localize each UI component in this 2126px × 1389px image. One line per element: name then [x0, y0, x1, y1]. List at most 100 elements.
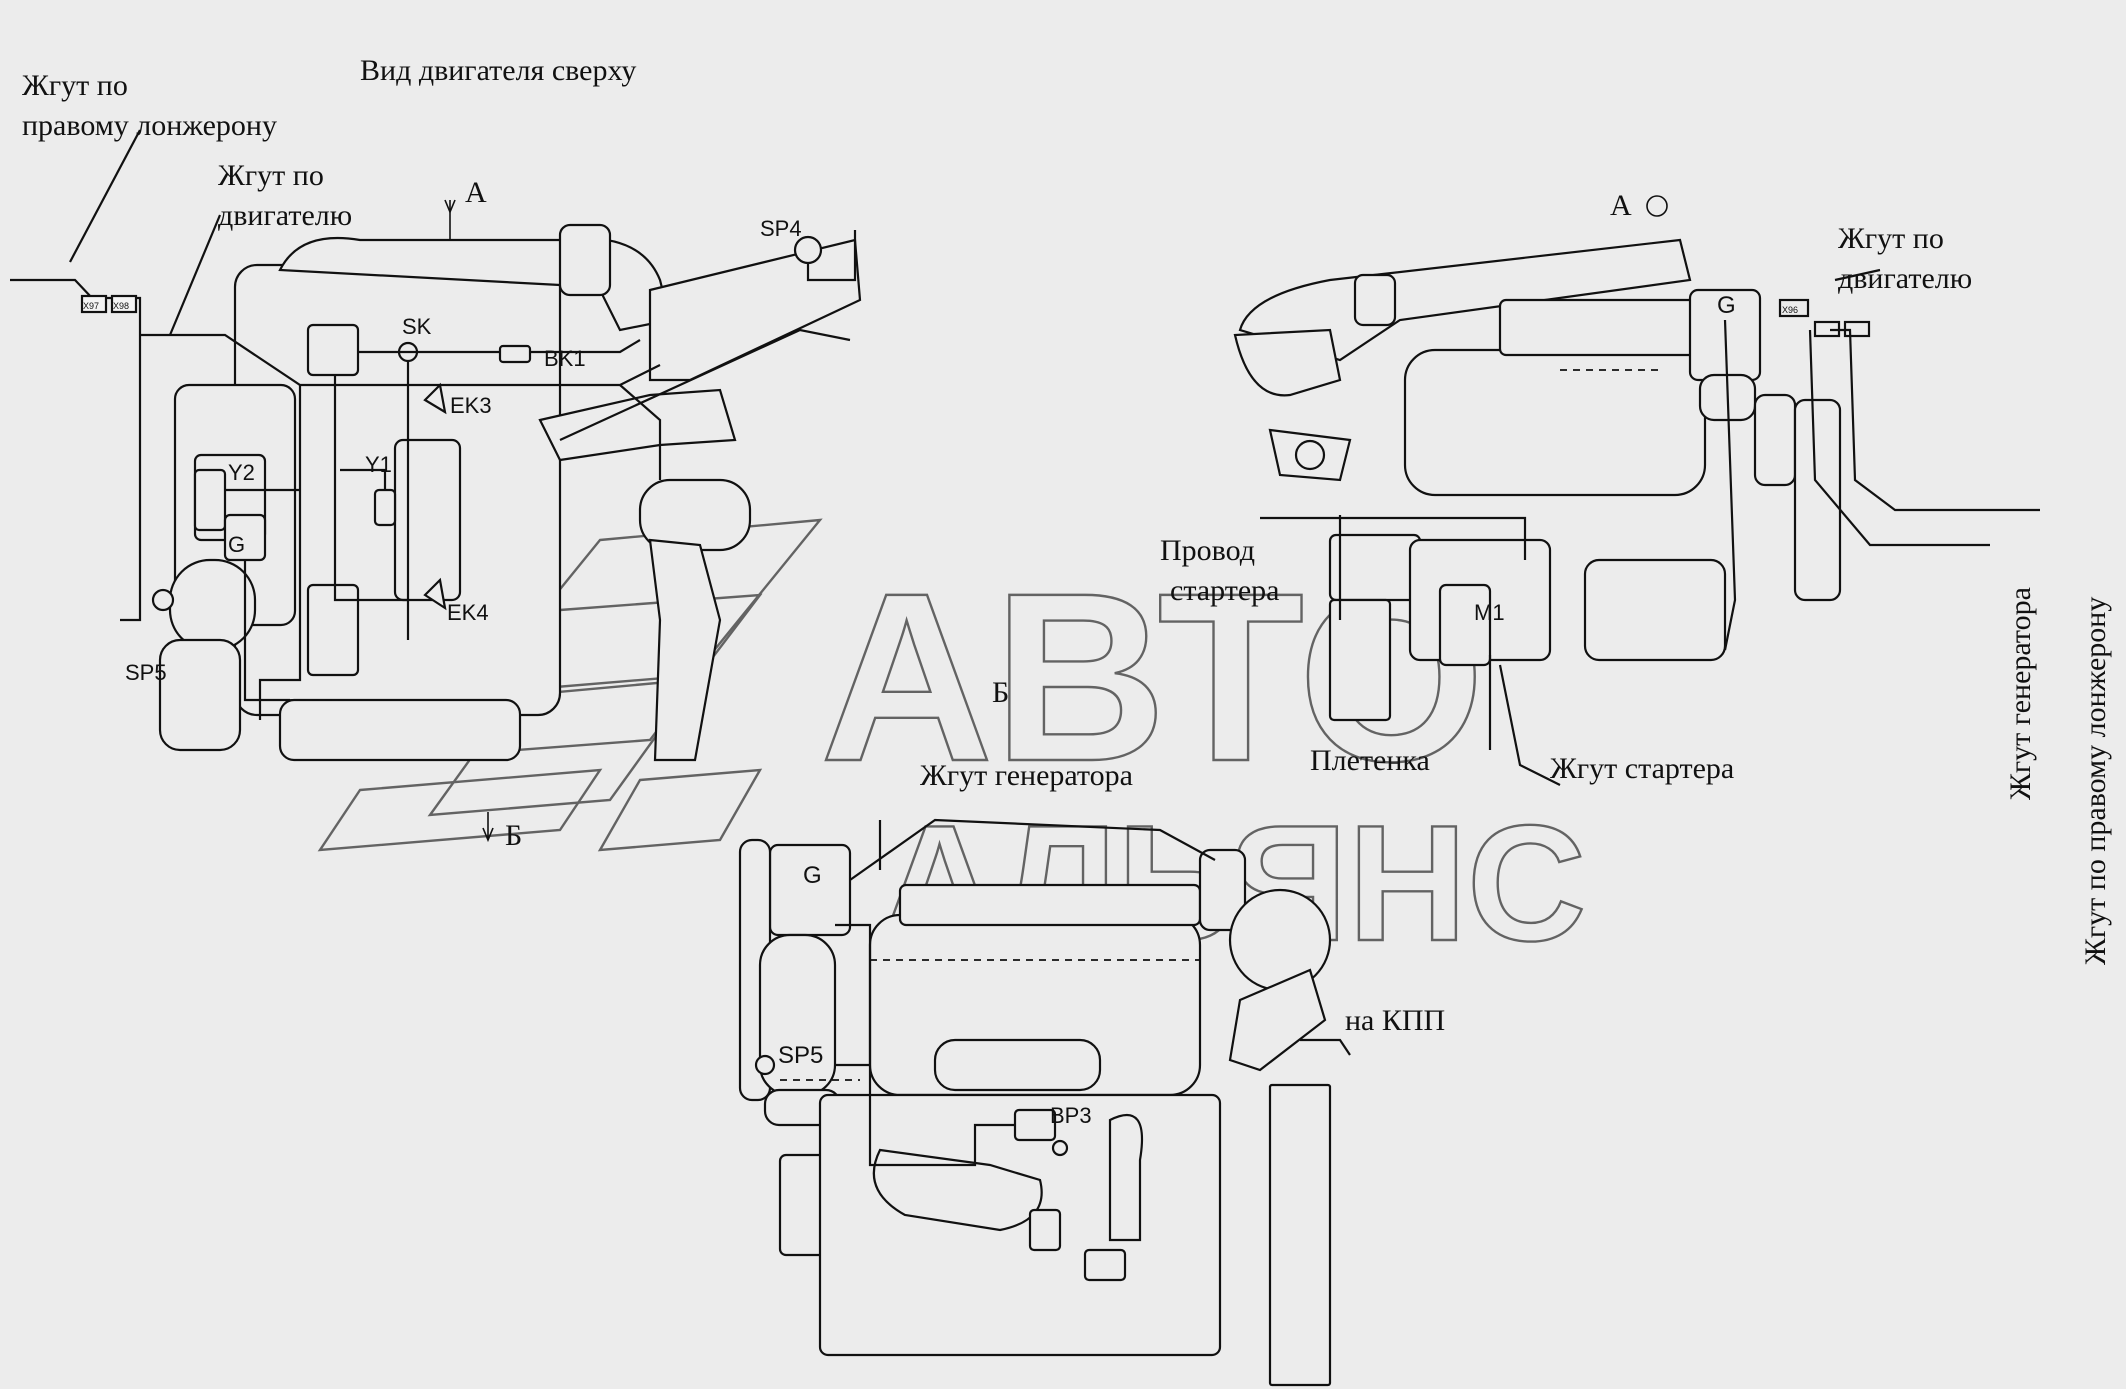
engine-harness-leader — [168, 214, 222, 336]
sp5-top-label: SP5 — [125, 660, 167, 685]
y2-valve-icon — [193, 468, 227, 532]
starter-wire-line — [1260, 516, 1527, 560]
engine-harness-leader-a — [1834, 268, 1881, 282]
valve-cover-b — [898, 883, 1202, 927]
turbocharger-top — [638, 478, 752, 552]
turbo-clamp-b — [1198, 848, 1247, 932]
pulley-a — [1753, 393, 1797, 487]
right-spar-leader — [69, 129, 141, 263]
valve-cover-a — [1498, 298, 1702, 357]
harness-branch-ek4 — [333, 375, 408, 602]
ek3-label: EK3 — [450, 393, 492, 418]
harness-right-spar-label-l2: правому лонжерону — [22, 109, 277, 142]
generator-body-top — [168, 558, 257, 652]
turbo-pipe-top — [538, 388, 737, 462]
starter-bracket-a — [1328, 533, 1422, 602]
harness-bp3-wire — [835, 923, 1015, 1167]
generator-harness-a — [1808, 329, 1990, 547]
ek4-heater-icon — [423, 577, 447, 611]
harness-engine-label-l1: Жгут по — [218, 159, 324, 192]
y1-valve-icon — [373, 488, 397, 527]
top-view-engine: X97 X98 Вид двигателя сверху Жгут по пра… — [10, 54, 1009, 852]
m1-label: M1 — [1474, 600, 1505, 625]
generator-wire-a — [1723, 319, 1737, 651]
turbo-a — [1233, 328, 1342, 397]
sp4-label: SP4 — [760, 216, 802, 241]
starter-harness-leader — [1498, 664, 1561, 786]
y2-label: Y2 — [228, 460, 255, 485]
bk1-connector-icon — [498, 344, 532, 364]
air-intake-pipe-a — [1238, 238, 1692, 362]
bp3-fitting-icon — [1051, 1139, 1069, 1157]
turbo-wire — [619, 384, 662, 480]
generator-harness-vertical-label: Жгут генератора — [2004, 587, 2037, 800]
sp5-bottom-label: SP5 — [778, 1042, 823, 1069]
air-pipe-clamp — [558, 223, 612, 297]
view-a-arrow-label: А — [465, 176, 487, 209]
connector-x98 — [110, 294, 138, 314]
starter-wire-label-l2: стартера — [1170, 574, 1279, 607]
intake-clamp-a — [1353, 273, 1397, 327]
clamp-lower-b — [1028, 1208, 1062, 1252]
generator-harness-line-b — [849, 818, 1216, 881]
generator-b — [768, 843, 852, 937]
harness-to-sp4-diagonal — [559, 328, 851, 441]
connector-x98-label: X98 — [113, 301, 129, 311]
engine-block-a — [1403, 348, 1707, 497]
bp3-sensor-icon — [1013, 1108, 1057, 1142]
right-spar-harness-a — [1830, 328, 2040, 512]
view-b-center-label: Б — [992, 676, 1009, 709]
to-gearbox-leader — [1300, 1038, 1351, 1056]
intake-manifold — [393, 438, 462, 602]
braid-label: Плетенка — [1310, 744, 1430, 777]
g-right-label: G — [1717, 292, 1736, 319]
connector-x97-label: X97 — [83, 301, 99, 311]
turbo-flange-b — [1228, 888, 1332, 992]
exhaust-pipe-top — [648, 538, 722, 762]
connector-x96 — [1778, 298, 1810, 318]
front-cover-a — [1793, 398, 1842, 602]
turbo-outlet-b — [1228, 968, 1327, 1072]
g-top-label: G — [228, 532, 245, 557]
to-gearbox-label: на КПП — [1345, 1004, 1445, 1037]
oil-filter-top — [158, 638, 242, 752]
harness-right-spar-label-l1: Жгут по — [22, 69, 128, 102]
bk1-label: BK1 — [544, 346, 586, 371]
filter-housing — [306, 583, 360, 677]
view-a-label: А — [1610, 189, 1632, 222]
starter-harness-label: Жгут стартера — [1550, 752, 1734, 785]
sp5-bottom-sensor-icon — [754, 1054, 776, 1076]
view-b-arrow-head-icon — [482, 827, 494, 843]
flywheel-housing-a — [1328, 598, 1392, 722]
sp5-sensor-icon — [151, 588, 175, 612]
manifold-b — [933, 1038, 1102, 1092]
harness-engine-right-label-l2: двигателю — [1838, 262, 1972, 295]
exhaust-flange-a-icon — [1294, 439, 1326, 471]
right-spar-harness-line — [10, 278, 142, 622]
y1-wire — [340, 468, 387, 490]
sp4-wire — [806, 230, 857, 282]
view-b-engine: Жгут генератора G SP5 BP3 на КПП — [738, 759, 1445, 1387]
connector-x97 — [80, 294, 108, 314]
starter-wire-label-l1: Провод — [1160, 534, 1255, 567]
pipe-lower-b — [872, 1148, 1043, 1232]
ek4-label: EK4 — [447, 600, 489, 625]
connector-x96-label: X96 — [1782, 305, 1798, 315]
gearbox-b — [1268, 1083, 1332, 1387]
y1-label: Y1 — [365, 452, 392, 477]
sp4-bracket — [648, 238, 862, 382]
sk-label: SK — [402, 314, 432, 339]
view-a-arrow-head-icon — [444, 199, 456, 215]
starter-solenoid — [1438, 583, 1492, 667]
generator-harness-bottom-label: Жгут генератора — [920, 759, 1133, 792]
ek3-heater-icon — [423, 382, 447, 415]
pump-a — [1583, 558, 1727, 662]
bp3-label: BP3 — [1050, 1103, 1092, 1128]
g-bottom-label: G — [803, 862, 822, 889]
harness-engine-label-l2: двигателю — [218, 199, 352, 232]
view-b-arrow-label: Б — [505, 819, 522, 852]
top-view-title: Вид двигателя сверху — [360, 54, 636, 87]
drain-valve-b — [1083, 1248, 1127, 1282]
